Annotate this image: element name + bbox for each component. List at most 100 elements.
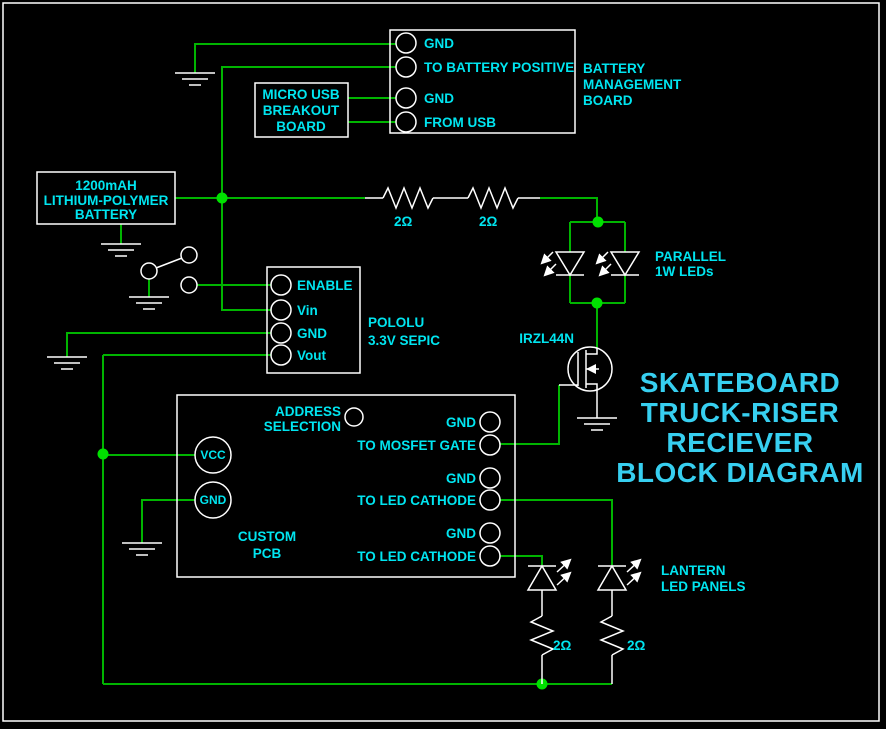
terminal-pin xyxy=(395,32,417,54)
junction-dot xyxy=(216,192,228,204)
resistor-value: 2Ω xyxy=(479,214,498,229)
mosfet-body xyxy=(567,346,613,392)
terminal-pin xyxy=(479,489,501,511)
wire xyxy=(540,197,598,222)
terminal-label: TO LED CATHODE xyxy=(357,549,476,564)
battery-management-board: GND TO BATTERY POSITIVE GND FROM USB BAT… xyxy=(389,29,682,134)
switch-pole xyxy=(140,262,158,280)
micro-usb-board-box xyxy=(254,82,349,138)
battery-block: 1200mAH LITHIUM-POLYMER BATTERY xyxy=(36,171,176,225)
terminal-pin xyxy=(479,467,501,489)
ground-icon xyxy=(47,356,87,370)
block-name: BOARD xyxy=(583,93,633,108)
led-emission-arrow xyxy=(556,571,572,586)
mosfet-source xyxy=(586,383,598,391)
pololu-regulator: ENABLE Vin GND Vout POLOLU 3.3V SEPIC xyxy=(266,266,440,374)
led-emission-arrow xyxy=(626,558,642,573)
ground-icon xyxy=(129,296,169,310)
resistor-zigzag xyxy=(529,615,555,656)
wire xyxy=(66,332,271,357)
lantern-led-panels: 2Ω 2Ω LANTERN LED PANELS xyxy=(526,558,746,684)
mosfet-part-label: IRZL44N xyxy=(519,331,574,346)
ground-icon xyxy=(175,72,215,86)
toggle-switch-icon xyxy=(140,246,198,294)
gnd-pad xyxy=(194,481,232,519)
terminal-pin xyxy=(395,87,417,109)
terminal-pin xyxy=(395,111,417,133)
junction-dot xyxy=(591,297,603,309)
terminal-label: GND xyxy=(424,36,454,51)
resistor-value: 2Ω xyxy=(627,638,646,653)
block-name: LED PANELS xyxy=(661,579,746,594)
wire xyxy=(500,385,560,445)
resistor-zigzag xyxy=(467,185,519,211)
terminal-pin xyxy=(479,522,501,544)
ground-icon xyxy=(577,391,617,431)
block-name: MICRO USB xyxy=(262,87,340,102)
terminal-pin xyxy=(479,545,501,567)
block-name: LANTERN xyxy=(661,563,726,578)
terminal-label: Vout xyxy=(297,348,326,363)
wire xyxy=(221,66,396,311)
led-icon xyxy=(596,564,628,591)
custom-pcb: ADDRESS SELECTION VCC GND GND TO MOSFET … xyxy=(176,394,516,578)
block-name: BATTERY xyxy=(583,61,645,76)
pad-label: GND xyxy=(200,493,227,507)
wires xyxy=(66,43,626,685)
block-name: BREAKOUT xyxy=(263,103,340,118)
vcc-pad xyxy=(194,436,232,474)
terminal-label: TO LED CATHODE xyxy=(357,493,476,508)
block-name: BATTERY xyxy=(75,207,137,222)
wire xyxy=(141,499,196,543)
wire xyxy=(500,555,543,565)
pad-label: VCC xyxy=(200,448,226,462)
resistor-icon: 2Ω 2Ω xyxy=(365,185,540,229)
block-name: POLOLU xyxy=(368,315,424,330)
led-emission-arrow xyxy=(556,558,572,573)
block-name: LITHIUM-POLYMER xyxy=(44,193,169,208)
title-line: RECIEVER xyxy=(666,427,813,458)
title-line: BLOCK DIAGRAM xyxy=(616,457,864,488)
ground-icon xyxy=(122,542,162,556)
block-name: CUSTOM xyxy=(238,529,296,544)
terminal-pin xyxy=(479,411,501,433)
led-emission-arrow xyxy=(540,251,554,265)
led-icon xyxy=(609,251,641,277)
terminal-label: FROM USB xyxy=(424,115,496,130)
wire xyxy=(500,499,613,565)
resistor-value: 2Ω xyxy=(553,638,572,653)
terminal-pin xyxy=(270,344,292,366)
terminal-pin xyxy=(270,274,292,296)
block-name: PCB xyxy=(253,546,282,561)
switch-contact xyxy=(180,246,198,264)
terminal-label: GND xyxy=(297,326,327,341)
battery-management-board-box xyxy=(389,29,576,134)
parallel-leds: PARALLEL 1W LEDs xyxy=(540,249,726,279)
terminal-label: GND xyxy=(446,526,476,541)
title-line: TRUCK-RISER xyxy=(641,397,839,428)
terminal-pin xyxy=(344,407,364,427)
block-name: 3.3V SEPIC xyxy=(368,333,440,348)
switch-contact xyxy=(180,276,198,294)
terminal-pin xyxy=(270,322,292,344)
custom-pcb-box xyxy=(176,394,516,578)
terminal-label: GND xyxy=(446,471,476,486)
resistor-zigzag xyxy=(599,615,625,656)
mosfet-icon: IRZL44N xyxy=(519,331,613,392)
resistor-zigzag xyxy=(382,185,434,211)
terminal-pin xyxy=(479,434,501,456)
terminal-label: TO BATTERY POSITIVE xyxy=(424,60,574,75)
terminal-label: GND xyxy=(446,415,476,430)
wire xyxy=(194,43,396,73)
led-emission-arrow xyxy=(595,251,609,265)
title-line: SKATEBOARD xyxy=(640,367,840,398)
led-icon xyxy=(526,564,558,591)
terminal-label: ENABLE xyxy=(297,278,353,293)
led-emission-arrow xyxy=(543,263,557,277)
mosfet-arrow xyxy=(586,364,596,374)
block-name: 1200mAH xyxy=(75,178,137,193)
resistor-value: 2Ω xyxy=(394,214,413,229)
block-name: 1W LEDs xyxy=(655,264,714,279)
